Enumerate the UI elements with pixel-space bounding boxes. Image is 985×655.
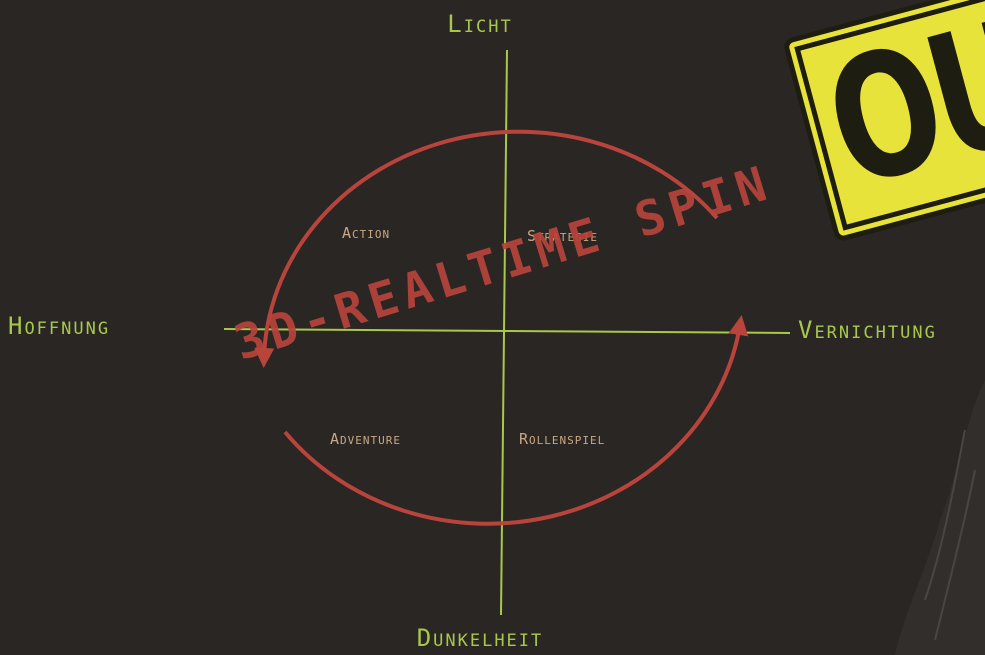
- genre-label-action: Action: [342, 224, 390, 242]
- lower-arc-arrow: [285, 325, 740, 524]
- genre-label-adventure: Adventure: [330, 430, 401, 448]
- creature-illustration: [895, 380, 985, 655]
- out-badge-text: OU: [810, 0, 985, 220]
- axis-label-bottom: Dunkelheit: [0, 624, 960, 652]
- genre-label-rollenspiel: Rollenspiel: [519, 430, 605, 448]
- axis-label-right: Vernichtung: [798, 316, 937, 344]
- vertical-axis: [501, 50, 507, 615]
- axis-label-left: Hoffnung: [8, 312, 110, 340]
